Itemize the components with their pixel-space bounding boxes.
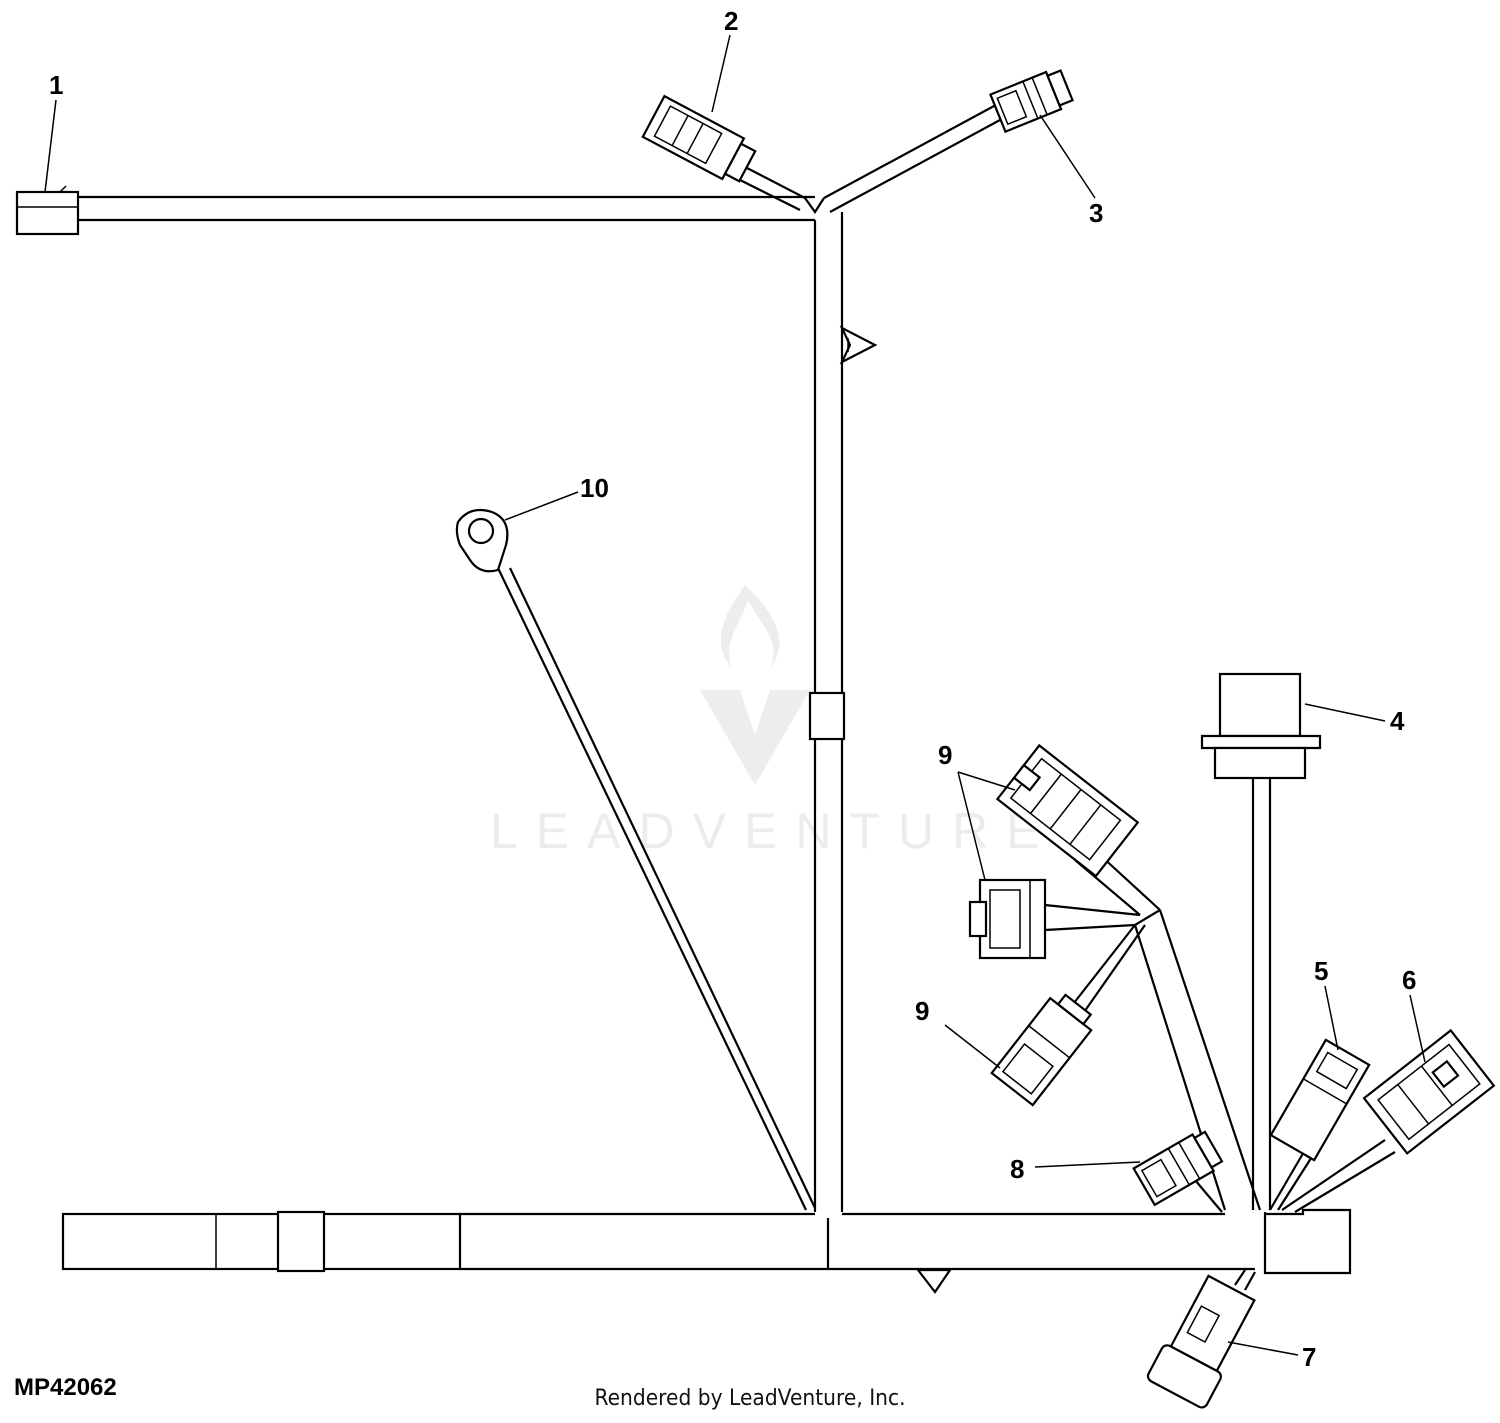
callout-4: 4 bbox=[1390, 706, 1405, 736]
watermark: LEADVENTURE bbox=[490, 585, 1058, 859]
connector-9-lower[interactable] bbox=[990, 989, 1099, 1107]
callout-8: 8 bbox=[1010, 1154, 1024, 1184]
callout-10: 10 bbox=[580, 473, 609, 503]
connector-9-top[interactable] bbox=[995, 743, 1140, 878]
callout-labels: 1 2 3 4 5 6 7 8 9 9 10 bbox=[49, 6, 1416, 1372]
callout-3: 3 bbox=[1089, 198, 1103, 228]
callout-leaders bbox=[44, 34, 1426, 1356]
y-junction-wires bbox=[739, 105, 1001, 214]
callout-5: 5 bbox=[1314, 956, 1328, 986]
callout-9-lower: 9 bbox=[915, 996, 929, 1026]
connector-4[interactable] bbox=[1200, 672, 1322, 1210]
retainer-clip bbox=[839, 325, 878, 365]
connector-3[interactable] bbox=[989, 67, 1074, 134]
watermark-text: LEADVENTURE bbox=[490, 803, 1058, 859]
ground-wire-10[interactable] bbox=[455, 508, 816, 1211]
top-harness-branch bbox=[78, 195, 815, 222]
main-harness-trunk bbox=[61, 1208, 1352, 1294]
connector-9-middle[interactable] bbox=[968, 878, 1047, 960]
connector-5[interactable] bbox=[1269, 1038, 1371, 1211]
vertical-harness-trunk bbox=[808, 212, 878, 1212]
footer-credit: Rendered by LeadVenture, Inc. bbox=[594, 1386, 906, 1411]
callout-2: 2 bbox=[724, 6, 738, 36]
connector-8[interactable] bbox=[1132, 1128, 1224, 1213]
connector-7[interactable] bbox=[1146, 1269, 1261, 1410]
callout-9-top: 9 bbox=[938, 740, 952, 770]
trunk-clip bbox=[915, 1268, 953, 1294]
callout-6: 6 bbox=[1402, 965, 1416, 995]
connector-6[interactable] bbox=[1281, 1028, 1496, 1213]
connector-1[interactable] bbox=[15, 185, 80, 236]
callout-7: 7 bbox=[1302, 1342, 1316, 1372]
drawing-code: MP42062 bbox=[14, 1374, 117, 1401]
connector-2[interactable] bbox=[641, 94, 758, 186]
callout-1: 1 bbox=[49, 70, 63, 100]
v-logo-icon bbox=[700, 690, 810, 785]
flame-logo-icon bbox=[720, 585, 780, 668]
